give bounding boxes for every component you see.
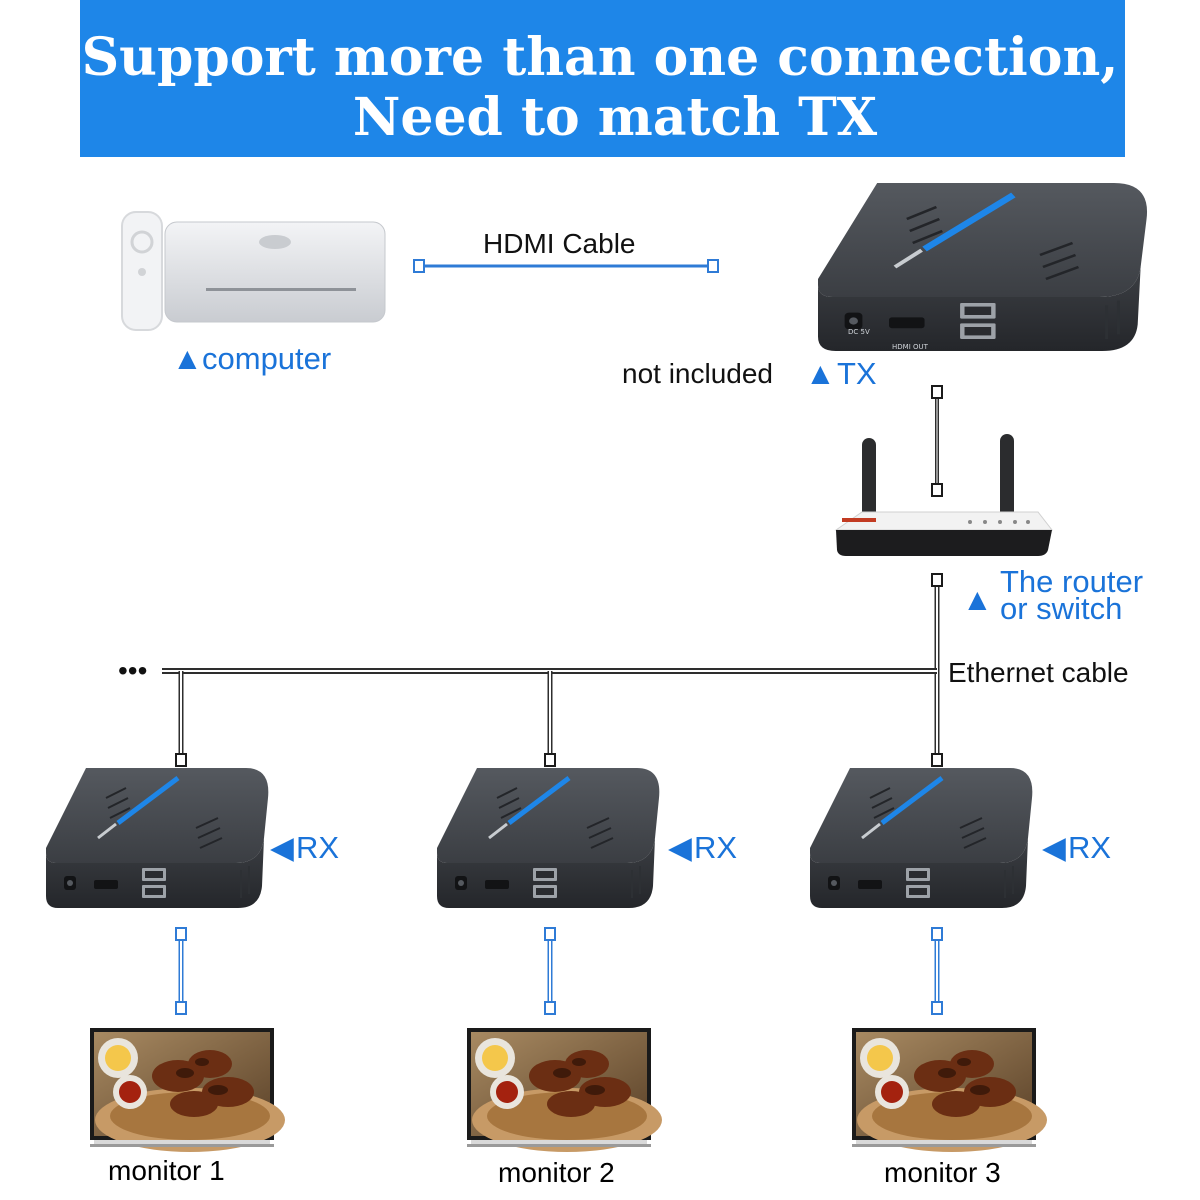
hdmi-cable	[413, 259, 719, 273]
monitor-1-icon	[90, 1028, 285, 1152]
tx-hdmi-port-label: HDMI OUT	[892, 343, 929, 351]
monitor-2-icon	[467, 1028, 662, 1152]
computer-label: computer	[202, 341, 331, 376]
router-label-line-1: The router	[1000, 564, 1143, 599]
rx-device-2-icon	[437, 768, 659, 908]
hdmi-cable-label: HDMI Cable	[483, 228, 635, 259]
rx-device-3-icon	[810, 768, 1032, 908]
title-banner	[80, 0, 1125, 157]
tx-not-included-note: not included	[622, 358, 773, 389]
rx-3-label: RX	[1068, 830, 1111, 865]
monitor-3-label: monitor 3	[884, 1157, 1001, 1188]
router-arrow-icon: ▲	[962, 582, 993, 617]
title-line-1: Support more than one connection,	[82, 27, 1119, 88]
computer-arrow-icon: ▲	[172, 341, 203, 376]
monitor-2-label: monitor 2	[498, 1157, 615, 1188]
rx-monitor-cable-3	[931, 927, 943, 1015]
ethernet-cable-label: Ethernet cable	[948, 657, 1129, 688]
rx-1-label: RX	[296, 830, 339, 865]
title-line-2: Need to match TX	[353, 87, 878, 148]
rx-device-1-icon	[46, 768, 268, 908]
ethernet-continuation-dots: •••	[118, 655, 147, 686]
mac-mini-icon	[121, 211, 386, 331]
tx-router-cable	[931, 385, 943, 497]
tx-device-icon	[818, 183, 1147, 351]
router-label-line-2: or switch	[1000, 591, 1122, 626]
rx-1-arrow-icon: ◀	[270, 830, 294, 865]
rx-monitor-cable-2	[544, 927, 556, 1015]
rx-monitor-cable-1	[175, 927, 187, 1015]
tx-dc-port-label: DC 5V	[848, 328, 870, 336]
tx-label: TX	[837, 356, 877, 391]
monitor-1-label: monitor 1	[108, 1155, 225, 1186]
ethernet-cable	[162, 573, 943, 767]
monitor-3-icon	[852, 1028, 1047, 1152]
rx-3-arrow-icon: ◀	[1042, 830, 1066, 865]
tx-arrow-icon: ▲	[805, 356, 836, 391]
router-icon	[834, 434, 1054, 556]
rx-2-arrow-icon: ◀	[668, 830, 692, 865]
rx-2-label: RX	[694, 830, 737, 865]
